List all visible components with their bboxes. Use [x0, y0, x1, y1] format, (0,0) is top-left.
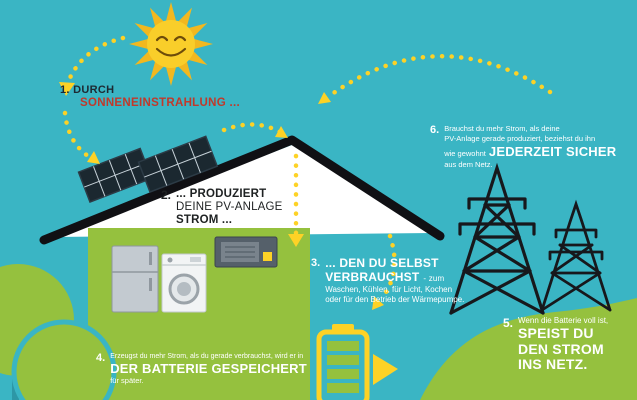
- washing-machine-icon: [161, 253, 207, 313]
- step-3-label: 3. ... DEN DU SELBST VERBRAUCHST- zum Wa…: [311, 256, 466, 304]
- step-4-emphasis: DER BATTERIE GESPEICHERT: [110, 361, 307, 376]
- step-2-line1: ... PRODUZIERT: [176, 188, 267, 200]
- step-2-line2: DEINE PV-ANLAGE: [176, 201, 283, 213]
- solar-panel-icon: [77, 135, 219, 203]
- step-2-line3: STROM ...: [176, 214, 233, 226]
- step-1-line2: SONNENEINSTRAHLUNG ...: [80, 97, 240, 109]
- step-5-number: 5.: [503, 316, 514, 330]
- step-3-line1: ... DEN DU SELBST: [325, 256, 439, 270]
- arrow-step1-to-panels: [62, 110, 91, 159]
- tree-icon: [0, 264, 117, 400]
- step-1-label: 1. DURCH SONNENEINSTRAHLUNG ...: [60, 84, 240, 109]
- step-6-line3-prefix: wie gewohnt: [444, 149, 486, 158]
- step-5-line2: DEN STROM: [518, 340, 604, 357]
- arrowheads: [59, 82, 398, 385]
- arrow-panels-to-roof: [221, 122, 283, 135]
- dotted-arrow: [62, 35, 553, 301]
- step-6-line2: PV-Anlage gerade produziert, beziehst du…: [444, 133, 596, 143]
- step-6-line4: aus dem Netz.: [444, 160, 493, 169]
- step-3-line2: VERBRAUCHST: [325, 269, 420, 284]
- step-5-line1: SPEIST DU: [518, 325, 594, 341]
- hill-shape: [420, 298, 637, 400]
- step-6-line3-emphasis: JEDERZEIT SICHER: [488, 144, 617, 159]
- step-6-label: 6. Brauchst du mehr Strom, als deine PV-…: [430, 124, 620, 170]
- step-6-number: 6.: [430, 124, 440, 136]
- step-3-line2-suffix: - zum: [423, 273, 445, 283]
- arrow-battery-to-grid: [373, 354, 398, 385]
- step-2-number: 2.: [161, 188, 172, 202]
- step-4-outro: für später.: [110, 376, 144, 385]
- step-4-intro: Erzeugst du mehr Strom, als du gerade ve…: [110, 353, 304, 360]
- step-5-intro: Wenn die Batterie voll ist,: [518, 316, 609, 325]
- arrow-step3-to-battery: [379, 233, 397, 301]
- power-pylon-icon: [449, 162, 612, 315]
- step-1-line1: 1. DURCH: [60, 84, 115, 96]
- arrow-sun-to-step1: [66, 35, 126, 83]
- arrow-grid-to-house: [325, 54, 553, 100]
- sun-icon: [129, 2, 213, 86]
- fridge-icon: [111, 245, 159, 313]
- step-4-number: 4.: [96, 352, 106, 364]
- step-5-label: 5. Wenn die Batterie voll ist, SPEIST DU…: [503, 316, 608, 373]
- step-5-line3: INS NETZ.: [518, 356, 588, 372]
- step-4-label: 4. Erzeugst du mehr Strom, als du gerade…: [96, 352, 318, 385]
- step-3-detail1: Waschen, Kühlen, für Licht, Kochen: [325, 285, 453, 294]
- inverter-icon: [214, 236, 278, 268]
- step-3-detail2: oder für den Betrieb der Wärmepumpe.: [325, 294, 465, 304]
- step-2-label: 2. ... PRODUZIERT DEINE PV-ANLAGE STROM …: [161, 188, 283, 227]
- step-3-number: 3.: [311, 257, 321, 269]
- battery-icon: [316, 324, 370, 400]
- step-6-line1: Brauchst du mehr Strom, als deine: [444, 124, 560, 133]
